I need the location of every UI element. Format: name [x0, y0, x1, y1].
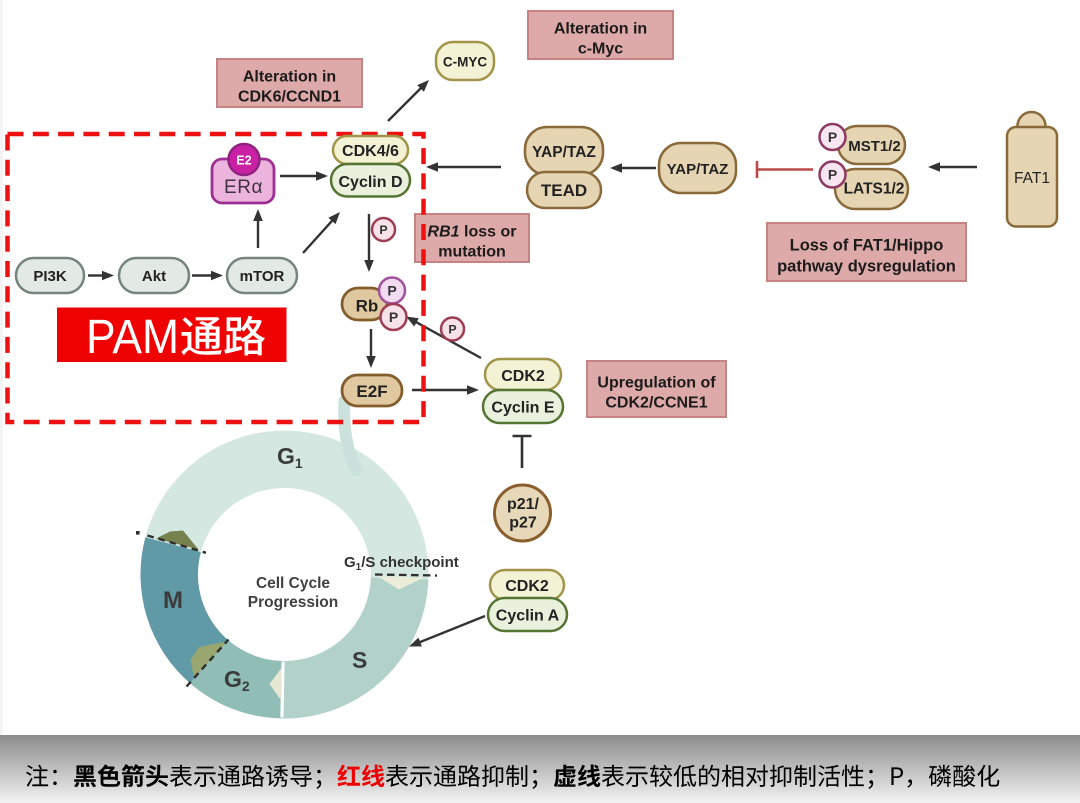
svg-text:CDK6/CCND1: CDK6/CCND1 [238, 89, 341, 106]
svg-text:RB1 loss or: RB1 loss or [428, 224, 517, 241]
svg-text:P: P [828, 129, 837, 145]
svg-text:E2F: E2F [356, 382, 387, 401]
svg-text:CDK2: CDK2 [505, 578, 549, 595]
svg-text:LATS1/2: LATS1/2 [844, 181, 905, 198]
svg-text:G1/S checkpoint: G1/S checkpoint [344, 554, 459, 573]
svg-text:P: P [387, 283, 396, 299]
svg-text:S: S [352, 647, 367, 673]
svg-text:YAP/TAZ: YAP/TAZ [532, 144, 596, 161]
svg-text:Cyclin D: Cyclin D [338, 174, 402, 191]
svg-text:p27: p27 [509, 515, 537, 532]
svg-text:Cyclin A: Cyclin A [496, 608, 560, 625]
svg-text:CDK2: CDK2 [501, 368, 545, 385]
svg-text:Rb: Rb [356, 297, 379, 316]
svg-text:p21/: p21/ [507, 496, 540, 513]
svg-text:P: P [389, 309, 398, 325]
svg-text:C-MYC: C-MYC [443, 55, 487, 70]
svg-text:YAP/TAZ: YAP/TAZ [667, 161, 729, 178]
svg-text:MST1/2: MST1/2 [848, 138, 901, 155]
svg-text:TEAD: TEAD [541, 181, 587, 200]
svg-text:CDK2/CCNE1: CDK2/CCNE1 [605, 395, 707, 412]
svg-text:c-Myc: c-Myc [578, 41, 623, 58]
svg-text:M: M [163, 587, 183, 614]
svg-text:Alteration in: Alteration in [243, 69, 336, 86]
svg-text:Akt: Akt [142, 268, 166, 285]
svg-text:Cyclin E: Cyclin E [491, 400, 554, 417]
svg-text:Loss of FAT1/Hippo: Loss of FAT1/Hippo [790, 236, 944, 254]
svg-text:FAT1: FAT1 [1014, 170, 1050, 187]
svg-text:Cell Cycle: Cell Cycle [256, 575, 330, 592]
svg-text:CDK4/6: CDK4/6 [342, 143, 399, 160]
svg-text:G1: G1 [277, 443, 303, 471]
svg-text:ERα: ERα [224, 177, 263, 198]
svg-text:Alteration in: Alteration in [554, 21, 647, 38]
svg-text:Upregulation of: Upregulation of [597, 375, 716, 392]
svg-text:mTOR: mTOR [240, 268, 285, 285]
svg-text:E2: E2 [236, 154, 251, 168]
svg-text:P: P [828, 167, 837, 183]
svg-text:P: P [379, 223, 387, 237]
svg-text:pathway dysregulation: pathway dysregulation [777, 257, 956, 275]
svg-text:PI3K: PI3K [33, 268, 67, 285]
svg-text:Progression: Progression [248, 594, 338, 611]
svg-text:PAM: PAM [86, 311, 179, 364]
svg-text:P: P [448, 323, 456, 337]
svg-text:mutation: mutation [438, 244, 506, 261]
